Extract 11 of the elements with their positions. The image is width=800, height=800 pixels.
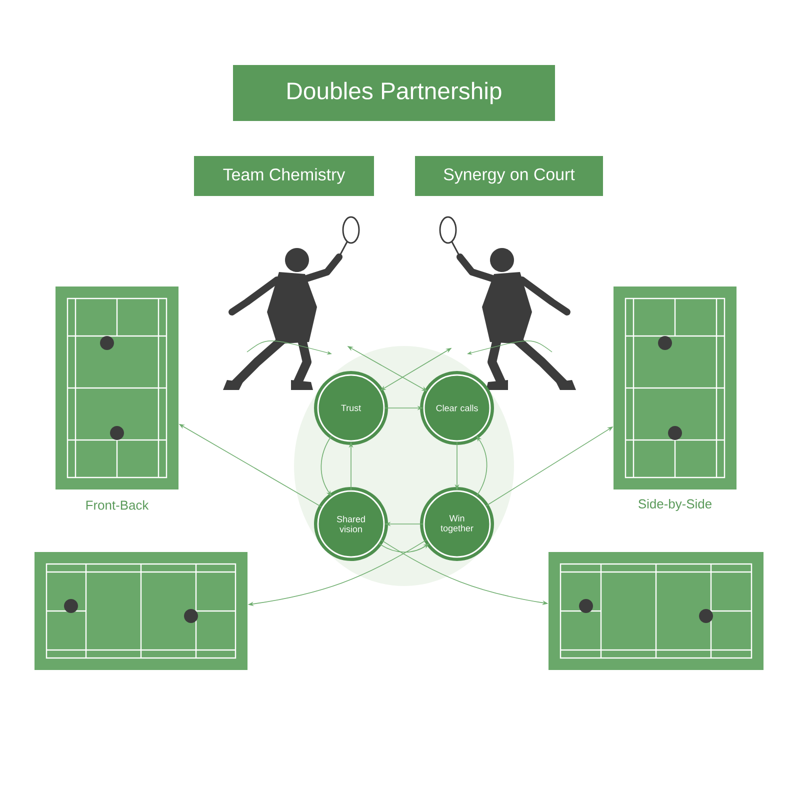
court-drawing xyxy=(548,552,764,670)
player-silhouette-drawing xyxy=(223,216,360,390)
court-drawing xyxy=(34,552,248,670)
court-caption: Front-Back xyxy=(86,500,149,510)
label-box: Team Chemistry xyxy=(194,156,374,196)
label-box: Synergy on Court xyxy=(415,156,603,196)
court-drawing xyxy=(614,286,736,490)
player-silhouette-drawing xyxy=(439,216,576,390)
title-banner: Doubles Partnership xyxy=(233,65,555,121)
court-caption: Side-by-Side xyxy=(638,498,712,512)
court-drawing xyxy=(56,286,178,490)
